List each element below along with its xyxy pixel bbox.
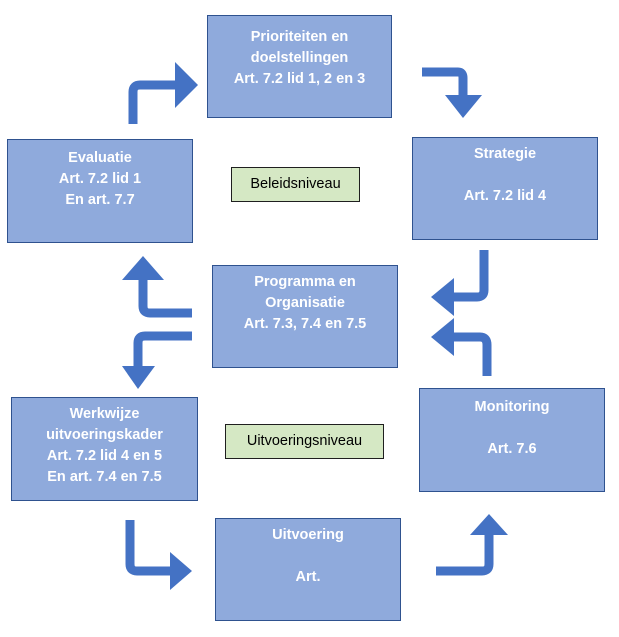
- box-uitvoering: Uitvoering Art.: [215, 518, 401, 621]
- box-prioriteiten-line-1: Prioriteiten en: [250, 29, 349, 45]
- arrow-uitvoering-to-monitoring: [436, 514, 508, 576]
- arrow-evaluatie-to-prioriteiten: [128, 62, 198, 124]
- label-uitvoeringsniveau: Uitvoeringsniveau: [225, 424, 384, 459]
- box-programma-line-1: Programma en: [254, 274, 356, 290]
- box-programma-line-3: Art. 7.3, 7.4 en 7.5: [243, 316, 367, 332]
- box-evaluatie-line-3: En art. 7.7: [65, 192, 135, 208]
- box-werkwijze-line-3: Art. 7.2 lid 4 en 5: [46, 448, 163, 464]
- box-strategie-spacer: [413, 165, 597, 186]
- arrow-programma-to-werkwijze: [122, 331, 192, 389]
- arrow-monitoring-to-programma: [431, 318, 492, 376]
- box-strategie-line-3: Art. 7.2 lid 4: [463, 188, 547, 204]
- box-evaluatie-line-1: Evaluatie: [68, 150, 132, 166]
- arrow-prioriteiten-to-strategie: [422, 67, 482, 118]
- box-uitvoering-line-1: Uitvoering: [272, 527, 344, 543]
- box-prioriteiten-line-2: doelstellingen: [250, 50, 349, 66]
- box-evaluatie: Evaluatie Art. 7.2 lid 1 En art. 7.7: [7, 139, 193, 243]
- box-programma-line-2: Organisatie: [265, 295, 345, 311]
- box-monitoring-spacer: [420, 418, 604, 439]
- box-prioriteiten: Prioriteiten en doelstellingen Art. 7.2 …: [207, 15, 392, 118]
- box-uitvoering-line-3: Art.: [295, 569, 321, 585]
- box-prioriteiten-line-3: Art. 7.2 lid 1, 2 en 3: [233, 71, 366, 87]
- box-evaluatie-line-2: Art. 7.2 lid 1: [58, 171, 142, 187]
- box-strategie-line-1: Strategie: [473, 146, 537, 162]
- box-strategie: Strategie Art. 7.2 lid 4: [412, 137, 598, 240]
- label-beleidsniveau: Beleidsniveau: [231, 167, 360, 202]
- arrow-strategie-to-programma: [431, 250, 489, 316]
- box-monitoring: Monitoring Art. 7.6: [419, 388, 605, 492]
- box-werkwijze-line-2: uitvoeringskader: [46, 427, 163, 443]
- box-monitoring-line-3: Art. 7.6: [487, 441, 537, 457]
- box-werkwijze-line-4: En art. 7.4 en 7.5: [47, 469, 162, 485]
- box-werkwijze: Werkwijze uitvoeringskader Art. 7.2 lid …: [11, 397, 198, 501]
- box-monitoring-line-1: Monitoring: [474, 399, 550, 415]
- arrow-werkwijze-to-uitvoering: [125, 520, 192, 590]
- arrow-programma-to-evaluatie: [122, 256, 192, 318]
- box-uitvoering-spacer: [216, 546, 400, 567]
- box-werkwijze-line-1: Werkwijze: [69, 406, 140, 422]
- box-programma: Programma en Organisatie Art. 7.3, 7.4 e…: [212, 265, 398, 368]
